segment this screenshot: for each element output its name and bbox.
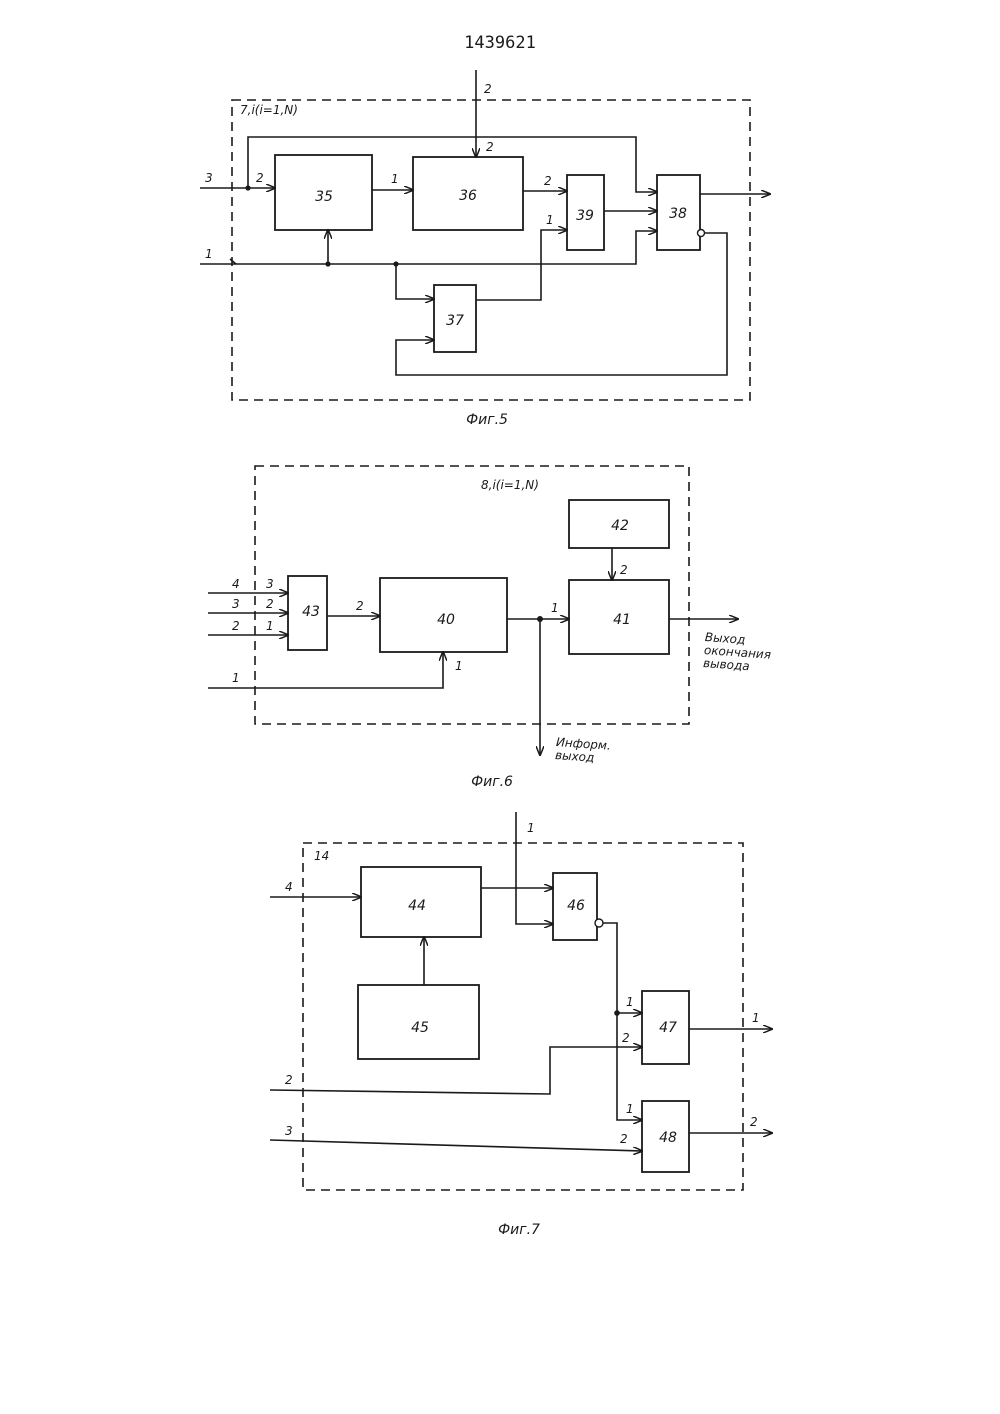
block-44-label: 44 xyxy=(408,898,426,914)
fig5-pin-39-1: 1 xyxy=(546,213,554,227)
fig7-caption: Фиг.7 xyxy=(498,1222,540,1238)
fig6-in1-label: 1 xyxy=(232,671,240,685)
fig5-top-label: 2 xyxy=(484,82,492,96)
figure-7: 14 44 45 46 47 48 4 1 1 1 2 2 3 xyxy=(270,812,772,1238)
fig6-pin-43-1: 1 xyxy=(266,619,274,633)
block-38-label: 38 xyxy=(669,206,687,222)
fig5-in3-label: 3 xyxy=(205,171,213,185)
fig6-pin-40-2: 2 xyxy=(356,599,364,613)
fig6-caption: Фиг.6 xyxy=(471,774,513,790)
block-43-label: 43 xyxy=(302,604,320,620)
fig7-pin-48-2: 2 xyxy=(620,1132,628,1146)
fig6-pin-43-2: 2 xyxy=(266,597,274,611)
fig7-top-label: 1 xyxy=(527,821,535,835)
figure-6: 8,i(i=1,N) 42 41 40 43 4 3 2 3 2 1 2 1 1… xyxy=(208,466,772,790)
block-45-label: 45 xyxy=(411,1020,429,1036)
fig6-in3-label: 3 xyxy=(232,597,240,611)
fig5-pin-39-2: 2 xyxy=(544,174,552,188)
figure-5: 7,i(i=1,N) 35 36 39 38 37 3 2 1 2 2 2 xyxy=(200,70,770,428)
document-number: 1439621 xyxy=(464,33,536,53)
block-39-label: 39 xyxy=(576,208,594,224)
fig6-info-output-label: Информ. выход xyxy=(555,735,612,766)
block-48-label: 48 xyxy=(659,1130,677,1146)
fig6-output-end-line3: вывода xyxy=(703,656,750,673)
block-40-label: 40 xyxy=(437,612,455,628)
fig7-frame-label: 14 xyxy=(314,849,329,863)
fig5-wire-to-37 xyxy=(396,264,434,299)
fig6-pin-41-1: 1 xyxy=(551,601,559,615)
fig7-in3-label: 3 xyxy=(285,1124,293,1138)
fig7-inverter-bubble xyxy=(595,919,603,927)
fig5-in1-label: 1 xyxy=(205,247,213,261)
fig6-in2-label: 2 xyxy=(232,619,240,633)
fig7-in2-label: 2 xyxy=(285,1073,293,1087)
fig7-pin-47-1: 1 xyxy=(626,995,634,1009)
block-46-label: 46 xyxy=(567,898,585,914)
fig5-inverter-bubble xyxy=(698,230,705,237)
fig6-pin-43-3: 3 xyxy=(266,577,274,591)
fig5-frame-label: 7,i(i=1,N) xyxy=(240,103,298,117)
fig5-pin-36-2: 2 xyxy=(486,140,494,154)
fig6-pin-41-2: 2 xyxy=(620,563,628,577)
fig6-in4-label: 4 xyxy=(232,577,240,591)
fig7-wire-in3 xyxy=(270,1140,642,1151)
fig7-wire-46-47 xyxy=(603,923,642,1013)
fig7-in4-label: 4 xyxy=(285,880,293,894)
block-47-label: 47 xyxy=(659,1020,677,1036)
block-37-label: 37 xyxy=(446,313,464,329)
fig5-pin-35-2: 2 xyxy=(256,171,264,185)
fig7-out1-label: 1 xyxy=(752,1011,760,1025)
block-36-label: 36 xyxy=(459,188,477,204)
fig6-wire-in1 xyxy=(208,652,443,688)
fig6-pin-40-1: 1 xyxy=(455,659,463,673)
fig6-frame-label: 8,i(i=1,N) xyxy=(481,478,539,492)
fig6-output-end-label: Выход окончания вывода xyxy=(703,630,773,675)
fig7-pin-47-2: 2 xyxy=(622,1031,630,1045)
fig7-out2-label: 2 xyxy=(750,1115,758,1129)
fig5-wire-37-39 xyxy=(476,230,567,300)
fig7-pin-48-1: 1 xyxy=(626,1102,634,1116)
block-42-label: 42 xyxy=(611,518,629,534)
fig5-pin-36-1: 1 xyxy=(391,172,399,186)
fig5-caption: Фиг.5 xyxy=(466,412,508,428)
block-35-label: 35 xyxy=(315,189,333,205)
block-41-label: 41 xyxy=(613,612,631,628)
fig6-info-line2: выход xyxy=(555,748,595,765)
